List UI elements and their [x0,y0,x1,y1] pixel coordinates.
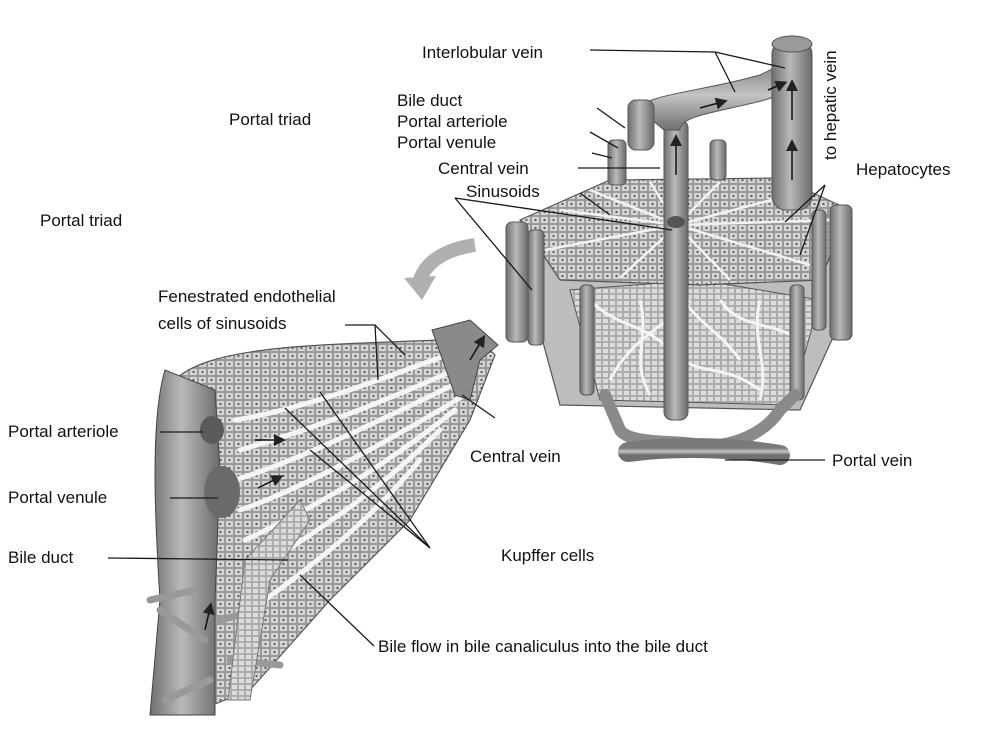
label-portal-arteriole-left: Portal arteriole [8,422,119,441]
label-kupffer-cells: Kupffer cells [501,546,594,565]
label-portal-venule-top: Portal venule [397,133,496,152]
hepatic-vein-tube [772,40,812,210]
label-central-vein-top: Central vein [438,159,529,178]
label-portal-vein: Portal vein [832,451,912,470]
portal-arteriole-opening [200,416,224,444]
interlobular-vein-stub [628,100,654,150]
label-to-hepatic-vein: to hepatic vein [821,50,840,160]
zoom-arrow-head [404,276,436,300]
central-vein-opening [667,216,685,228]
label-fenestrated-line1: Fenestrated endothelial [158,287,336,306]
label-bile-duct-left: Bile duct [8,548,73,567]
label-fenestrated-line2: cells of sinusoids [158,314,287,333]
label-bile-duct-top: Bile duct [397,91,462,110]
label-central-vein-mid: Central vein [470,447,561,466]
label-portal-triad-top: Portal triad [229,110,311,129]
label-portal-venule-left: Portal venule [8,488,107,507]
zoom-arrow-shaft [420,245,475,280]
label-interlobular-vein: Interlobular vein [422,43,543,62]
lobule-block [506,36,852,455]
label-bile-flow: Bile flow in bile canaliculus into the b… [378,637,708,656]
label-portal-arteriole-top: Portal arteriole [397,112,508,131]
label-portal-triad-left: Portal triad [40,211,122,230]
portal-venule-opening [204,466,240,518]
portal-vein-tube [628,448,780,455]
label-sinusoids: Sinusoids [466,182,540,201]
label-hepatocytes: Hepatocytes [856,160,951,179]
